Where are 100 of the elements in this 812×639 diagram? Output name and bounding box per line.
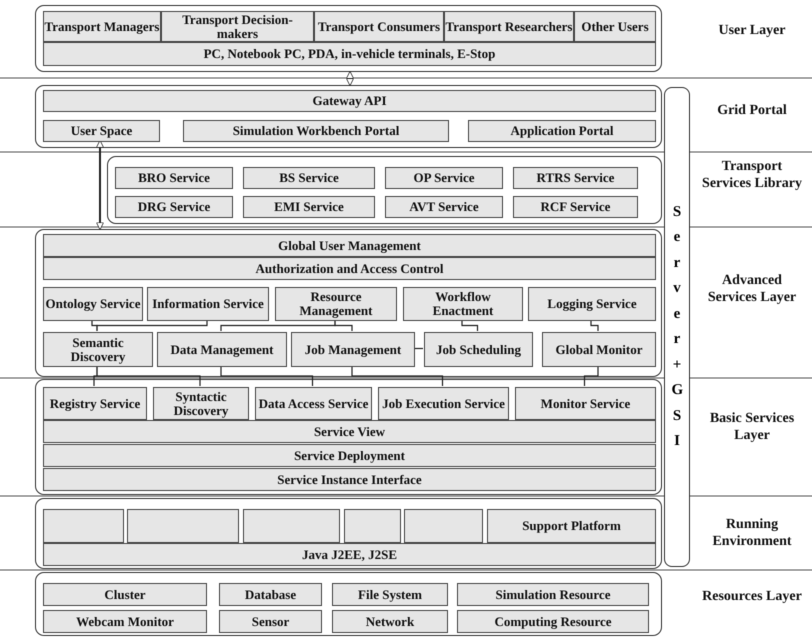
component-box	[468, 120, 656, 142]
box-label: Global Monitor	[555, 342, 643, 356]
double-arrow	[346, 70, 354, 86]
component-box	[219, 583, 322, 606]
box-label: Job Scheduling	[436, 342, 521, 356]
box-label: Authorization and Access Control	[256, 262, 444, 276]
layer-label: Transport Services Library	[701, 158, 803, 192]
component-box	[424, 332, 533, 367]
box-label: Registry Service	[50, 396, 140, 410]
component-box	[513, 167, 638, 189]
empty-box	[404, 509, 483, 543]
component-box	[153, 387, 249, 420]
box-label: Java J2EE, J2SE	[302, 548, 397, 562]
component-box	[43, 120, 160, 142]
connector-line	[220, 366, 314, 386]
box-label: Transport Managers	[44, 20, 160, 34]
box-label: Cluster	[104, 588, 146, 602]
box-label: Semantic Discovery	[70, 336, 126, 364]
component-box	[161, 11, 314, 42]
box-label: Transport Researchers	[446, 20, 572, 34]
component-box	[43, 420, 656, 443]
component-box	[255, 387, 372, 420]
box-label: Service Instance Interface	[277, 472, 422, 486]
component-box	[457, 610, 649, 633]
empty-box	[127, 509, 239, 543]
component-box	[43, 287, 143, 321]
component-box	[43, 332, 153, 367]
component-box	[332, 583, 448, 606]
box-label: Job Management	[304, 342, 402, 356]
layer-label: Basic Services Layer	[708, 410, 796, 444]
component-box	[43, 543, 656, 566]
box-label: File System	[358, 588, 422, 602]
component-box	[291, 332, 415, 367]
connector-line	[584, 366, 599, 386]
box-label: Data Access Service	[258, 396, 368, 410]
component-box	[378, 387, 509, 420]
component-box	[43, 468, 656, 491]
layer-label: Resources Layer	[701, 588, 803, 605]
box-label: Gateway API	[312, 94, 387, 108]
box-label: Support Platform	[522, 519, 621, 533]
connector-line	[461, 320, 478, 331]
layer-label: Advanced Services Layer	[706, 272, 798, 306]
connector-line	[334, 320, 353, 331]
box-label: Syntactic Discovery	[172, 390, 230, 418]
vertical-bar	[664, 87, 690, 567]
component-box	[574, 11, 656, 42]
box-label: Simulation Workbench Portal	[232, 124, 400, 138]
box-label: BRO Service	[138, 171, 210, 185]
box-label: Server+GSI	[672, 202, 682, 451]
box-label: Logging Service	[547, 297, 637, 311]
component-box	[43, 583, 207, 606]
component-box	[147, 287, 269, 321]
box-label: PC, Notebook PC, PDA, in-vehicle terminals, E-Stop	[204, 47, 496, 61]
empty-box	[344, 509, 401, 543]
component-box	[275, 287, 397, 321]
box-label: OP Service	[413, 171, 474, 185]
layer-panel	[35, 229, 662, 377]
component-box	[444, 11, 574, 42]
layer-label: Running Environment	[711, 516, 793, 550]
empty-box	[43, 509, 124, 543]
layer-label: User Layer	[718, 22, 786, 39]
layer-label: Grid Portal	[716, 102, 788, 119]
box-label: Sensor	[252, 614, 290, 628]
box-label: Transport Consumers	[318, 20, 440, 34]
box-label: DRG Service	[138, 200, 210, 214]
component-box	[115, 196, 233, 218]
box-label: Computing Resource	[494, 614, 612, 628]
box-label: RCF Service	[540, 200, 610, 214]
component-box	[314, 11, 444, 42]
box-label: Service Deployment	[294, 448, 405, 462]
component-box	[457, 583, 649, 606]
box-label: Ontology Service	[46, 297, 140, 311]
box-label: Workflow Enactment	[432, 290, 494, 318]
connector-line	[96, 320, 208, 331]
box-label: Monitor Service	[540, 396, 630, 410]
box-label: Resource Management	[298, 290, 374, 318]
box-label: Data Management	[170, 342, 274, 356]
component-box	[515, 387, 656, 420]
component-box	[403, 287, 523, 321]
component-box	[43, 257, 656, 280]
component-box	[43, 387, 147, 420]
component-box	[115, 167, 233, 189]
empty-box	[243, 509, 340, 543]
box-label: Other Users	[581, 20, 649, 34]
connector-line	[351, 366, 444, 386]
component-box	[243, 196, 375, 218]
box-label: Simulation Resource	[496, 588, 610, 602]
box-label: Database	[244, 588, 296, 602]
component-box	[487, 509, 656, 543]
box-label: Webcam Monitor	[76, 614, 174, 628]
box-label: Global User Management	[278, 238, 421, 252]
double-arrow	[96, 140, 104, 230]
connector-line	[590, 320, 599, 331]
component-box	[243, 167, 375, 189]
box-label: Service View	[314, 424, 386, 438]
component-box	[43, 90, 656, 112]
layer-panel	[35, 572, 662, 636]
component-box	[332, 610, 448, 633]
component-box	[528, 287, 656, 321]
box-label: EMI Service	[274, 200, 344, 214]
